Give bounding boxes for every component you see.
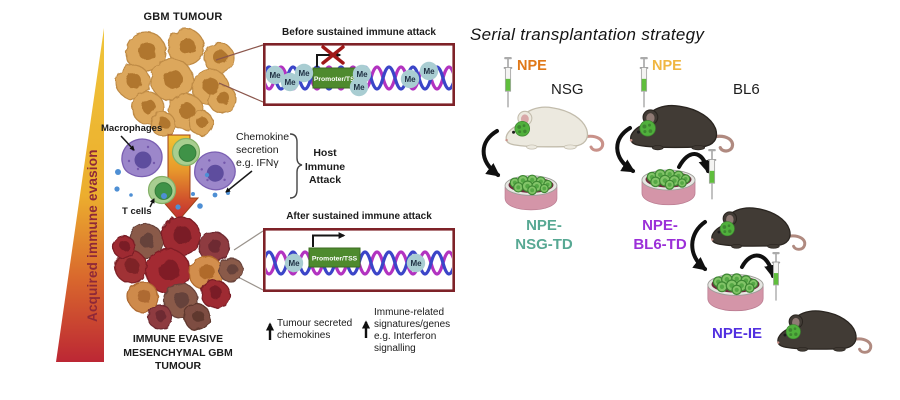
petri-dish-npe-nsg-td <box>504 174 558 211</box>
syringe-serial-1 <box>707 149 717 200</box>
svg-text:Me: Me <box>353 83 365 92</box>
svg-text:Me: Me <box>410 259 422 268</box>
methyl-group: Me <box>280 72 300 92</box>
mesenchymal-tumour-illustration <box>112 216 244 331</box>
gbm-tumour-illustration <box>115 28 237 137</box>
t-cell <box>171 137 201 167</box>
legend-immune-signatures: Immune-related signatures/genes e.g. Int… <box>374 307 451 354</box>
before-attack-title: Before sustained immune attack <box>282 27 436 38</box>
t-cell <box>147 175 177 205</box>
npe-bl6-td-label: NPE-BL6-TD <box>633 217 687 253</box>
bl6-strain-label: BL6 <box>733 81 760 98</box>
bl6-mouse-2 <box>709 206 807 251</box>
npe-label-2: NPE <box>652 58 682 74</box>
methyl-group: Me <box>294 63 314 83</box>
host-attack-brace <box>289 133 303 199</box>
svg-text:Me: Me <box>298 69 310 78</box>
nsg-mouse <box>503 105 605 152</box>
transcription-arrow <box>312 232 346 247</box>
svg-text:Me: Me <box>423 67 435 76</box>
after-attack-box: Promoter/TSS Me Me <box>262 227 455 293</box>
transplant-flow-arrows <box>481 126 778 279</box>
bl6-mouse-1 <box>628 103 735 153</box>
callout-lines-top <box>215 44 264 103</box>
svg-text:Me: Me <box>404 75 416 84</box>
gbm-tumour-title: GBM TUMOUR <box>143 11 223 23</box>
legend-tumour-chemokines: Tumour secreted chemokines <box>277 318 353 341</box>
syringe-npe-1 <box>503 57 513 108</box>
evasion-gradient-triangle <box>56 28 104 362</box>
host-immune-attack-label: Host Immune Attack <box>304 147 346 187</box>
svg-text:Me: Me <box>356 70 368 79</box>
promoter-label: Promoter/TSS <box>314 76 360 83</box>
methyl-group: Me <box>400 69 420 89</box>
promoter-label: Promoter/TSS <box>312 256 358 263</box>
methyl-group: Me <box>265 65 285 85</box>
petri-dish-npe-bl6-td <box>641 168 696 206</box>
svg-text:Me: Me <box>269 71 281 80</box>
chemokine-secretion-label: Chemokine secretion e.g. IFNγ <box>236 131 290 170</box>
methyl-group: Me <box>419 61 439 81</box>
serial-transplantation-title: Serial transplantation strategy <box>470 25 705 44</box>
chemokine-pointer-arrow <box>225 170 253 193</box>
nsg-strain-label: NSG <box>551 81 584 98</box>
methyl-group: Me <box>349 77 369 97</box>
callout-lines-bottom <box>233 230 264 291</box>
t-cells-pointer-arrow <box>149 198 155 208</box>
methyl-group: Me <box>406 253 426 273</box>
petri-dish-npe-ie <box>707 273 764 312</box>
macrophages-label: Macrophages <box>101 123 163 134</box>
macrophage-cell <box>121 138 163 178</box>
t-cells-label: T cells <box>122 206 152 217</box>
svg-text:Me: Me <box>288 259 300 268</box>
immune-evasive-title: IMMUNE EVASIVE MESENCHYMAL GBM TUMOUR <box>123 333 233 373</box>
svg-text:Me: Me <box>284 78 296 87</box>
syringe-npe-2 <box>639 57 649 108</box>
promoter-box <box>308 247 361 268</box>
methyl-group: Me <box>284 253 304 273</box>
chemokine-dots <box>114 169 230 210</box>
blocked-x-icon <box>321 45 345 65</box>
npe-nsg-td-label: NPE-NSG-TD <box>515 217 573 253</box>
macrophages-pointer-arrow <box>120 135 135 151</box>
acquired-immune-evasion-label: Acquired immune evasion <box>85 149 100 323</box>
npe-ie-label: NPE-IE <box>711 325 762 342</box>
npe-label-1: NPE <box>517 58 547 74</box>
after-attack-title: After sustained immune attack <box>286 211 432 222</box>
before-attack-box: Promoter/TSS Me Me Me Me Me Me Me <box>262 42 455 107</box>
bl6-mouse-3 <box>775 309 873 354</box>
